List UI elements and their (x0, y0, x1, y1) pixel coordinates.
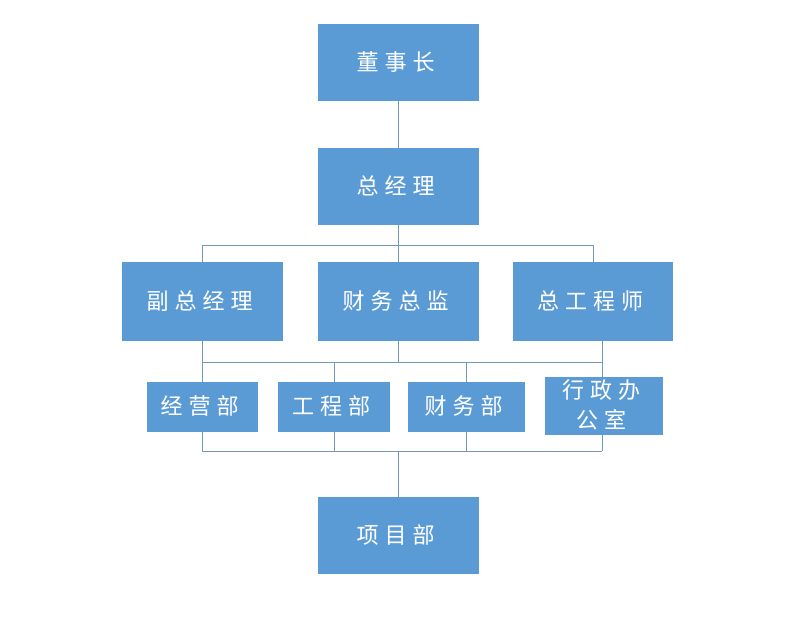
node-chief-engineer: 总工程师 (513, 262, 673, 341)
connector-to-project (398, 451, 399, 497)
connector-deputy-down (202, 341, 203, 382)
connector-fin-director-down (398, 341, 399, 362)
node-general-manager: 总经理 (318, 148, 479, 225)
node-finance-director: 财务总监 (318, 262, 479, 341)
connector-to-deputy (202, 245, 203, 262)
connector-admin-down (602, 435, 603, 451)
connector-chairman-gm (398, 101, 399, 148)
node-engineering-dept: 工程部 (278, 382, 390, 432)
node-chairman: 董事长 (318, 24, 479, 101)
connector-operations-down (202, 432, 203, 451)
node-admin-office: 行政办公室 (545, 377, 663, 435)
connector-low-bus (202, 451, 602, 452)
connector-gm-down (398, 225, 399, 262)
connector-engineering-down (334, 432, 335, 451)
connector-to-finance-dept (466, 362, 467, 382)
node-operations-dept: 经营部 (147, 382, 258, 432)
connector-to-engineering (334, 362, 335, 382)
node-finance-dept: 财务部 (408, 382, 525, 432)
node-project-dept: 项目部 (318, 497, 479, 574)
connector-to-chief-eng (593, 245, 594, 262)
connector-mid-bus (202, 362, 602, 363)
node-deputy-general-manager: 副总经理 (122, 262, 283, 341)
connector-chief-eng-down (602, 341, 603, 377)
connector-finance-down (466, 432, 467, 451)
connector-top-bus (202, 245, 594, 246)
